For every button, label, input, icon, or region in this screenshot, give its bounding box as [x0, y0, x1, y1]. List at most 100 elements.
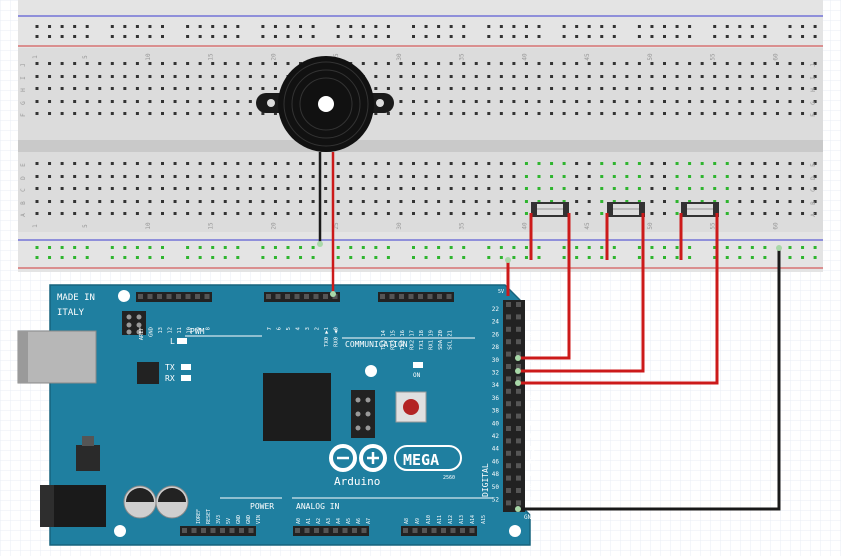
terminal-hole — [98, 62, 102, 65]
push-button-2[interactable] — [607, 202, 645, 217]
pin-label: 43 — [528, 433, 536, 440]
terminal-hole — [48, 187, 52, 190]
header-pin — [332, 294, 338, 299]
terminal-hole — [775, 75, 779, 78]
terminal-hole — [412, 187, 415, 190]
header-pin — [516, 426, 521, 431]
model-number: 2560 — [443, 475, 455, 481]
header-pin — [323, 294, 328, 299]
push-button-1[interactable] — [531, 202, 569, 217]
rail-hole — [788, 35, 792, 38]
terminal-hole — [35, 87, 39, 90]
rail-hole — [637, 246, 641, 249]
terminal-hole — [399, 62, 403, 65]
terminal-hole — [675, 87, 679, 90]
header-comm — [378, 292, 454, 302]
terminal-hole — [85, 87, 89, 90]
pin-label: VIN — [256, 515, 262, 524]
pin-label: 41 — [528, 420, 536, 427]
terminal-hole — [349, 175, 353, 178]
push-button-3[interactable] — [681, 202, 719, 217]
rail-hole — [437, 35, 441, 38]
terminal-hole — [211, 112, 215, 115]
terminal-hole — [135, 175, 139, 178]
pin-label: A15 — [481, 515, 487, 524]
terminal-hole — [587, 62, 591, 65]
terminal-hole — [801, 62, 805, 65]
terminal-hole — [148, 62, 152, 65]
terminal-hole — [135, 162, 139, 165]
terminal-hole — [775, 187, 779, 190]
terminal-hole — [273, 112, 277, 115]
rail-hole — [587, 25, 591, 28]
reset-button[interactable] — [395, 391, 427, 423]
terminal-hole — [211, 75, 215, 78]
terminal-hole — [324, 212, 328, 215]
column-number: 25 — [333, 222, 340, 230]
terminal-hole — [801, 75, 805, 78]
header-pin — [210, 528, 216, 533]
column-number: 30 — [396, 222, 403, 230]
pin-label: 24 — [492, 319, 500, 326]
pin-label: RX2 17 — [410, 330, 416, 350]
row-letter: I — [810, 76, 817, 80]
terminal-hole — [286, 62, 290, 65]
terminal-hole — [349, 212, 353, 215]
terminal-hole — [161, 175, 164, 178]
wire-button3-pin34 — [518, 213, 719, 385]
terminal-hole — [537, 175, 541, 178]
rail-hole — [487, 256, 491, 259]
terminal-hole — [449, 187, 453, 190]
terminal-hole — [750, 87, 754, 90]
terminal-hole — [801, 112, 805, 115]
terminal-hole — [713, 200, 717, 203]
terminal-hole — [474, 100, 478, 103]
header-pin — [191, 528, 197, 533]
terminal-hole — [688, 187, 692, 190]
terminal-hole — [474, 112, 478, 115]
header-pin — [431, 528, 437, 533]
rail-hole — [361, 256, 365, 259]
terminal-hole — [550, 175, 554, 178]
column-number: 55 — [710, 222, 717, 230]
rail-hole — [650, 256, 654, 259]
row-letter: A — [20, 213, 27, 217]
header-pin — [427, 294, 433, 299]
terminal-hole — [813, 175, 817, 178]
rail-hole — [750, 256, 754, 259]
rail-hole — [198, 246, 202, 249]
terminal-hole — [725, 187, 729, 190]
terminal-hole — [110, 212, 114, 215]
terminal-hole — [637, 100, 641, 103]
terminal-hole — [663, 187, 666, 190]
terminal-hole — [612, 87, 616, 90]
row-letter: F — [810, 113, 817, 117]
terminal-hole — [524, 112, 528, 115]
pin-label: A3 — [326, 518, 332, 524]
terminal-hole — [713, 87, 717, 90]
buzzer-ring — [291, 69, 361, 139]
terminal-hole — [462, 87, 466, 90]
pin-label: 48 — [492, 471, 500, 478]
terminal-hole — [801, 162, 805, 165]
terminal-hole — [537, 200, 541, 203]
rail-hole — [286, 256, 290, 259]
rail-hole — [562, 35, 566, 38]
terminal-hole — [198, 187, 202, 190]
rail-hole — [750, 35, 754, 38]
terminal-hole — [198, 112, 202, 115]
pin-label: 38 — [492, 408, 500, 415]
terminal-hole — [273, 187, 277, 190]
header-pwm-1 — [136, 292, 212, 302]
terminal-hole — [713, 162, 717, 165]
rail-hole — [675, 25, 679, 28]
rail-hole — [487, 25, 491, 28]
rail-hole — [537, 25, 541, 28]
terminal-hole — [48, 162, 52, 165]
terminal-hole — [700, 162, 704, 165]
rail-hole — [801, 35, 805, 38]
l-label: L — [170, 337, 175, 346]
terminal-hole — [236, 75, 240, 78]
rail-hole — [424, 35, 428, 38]
terminal-hole — [775, 200, 779, 203]
